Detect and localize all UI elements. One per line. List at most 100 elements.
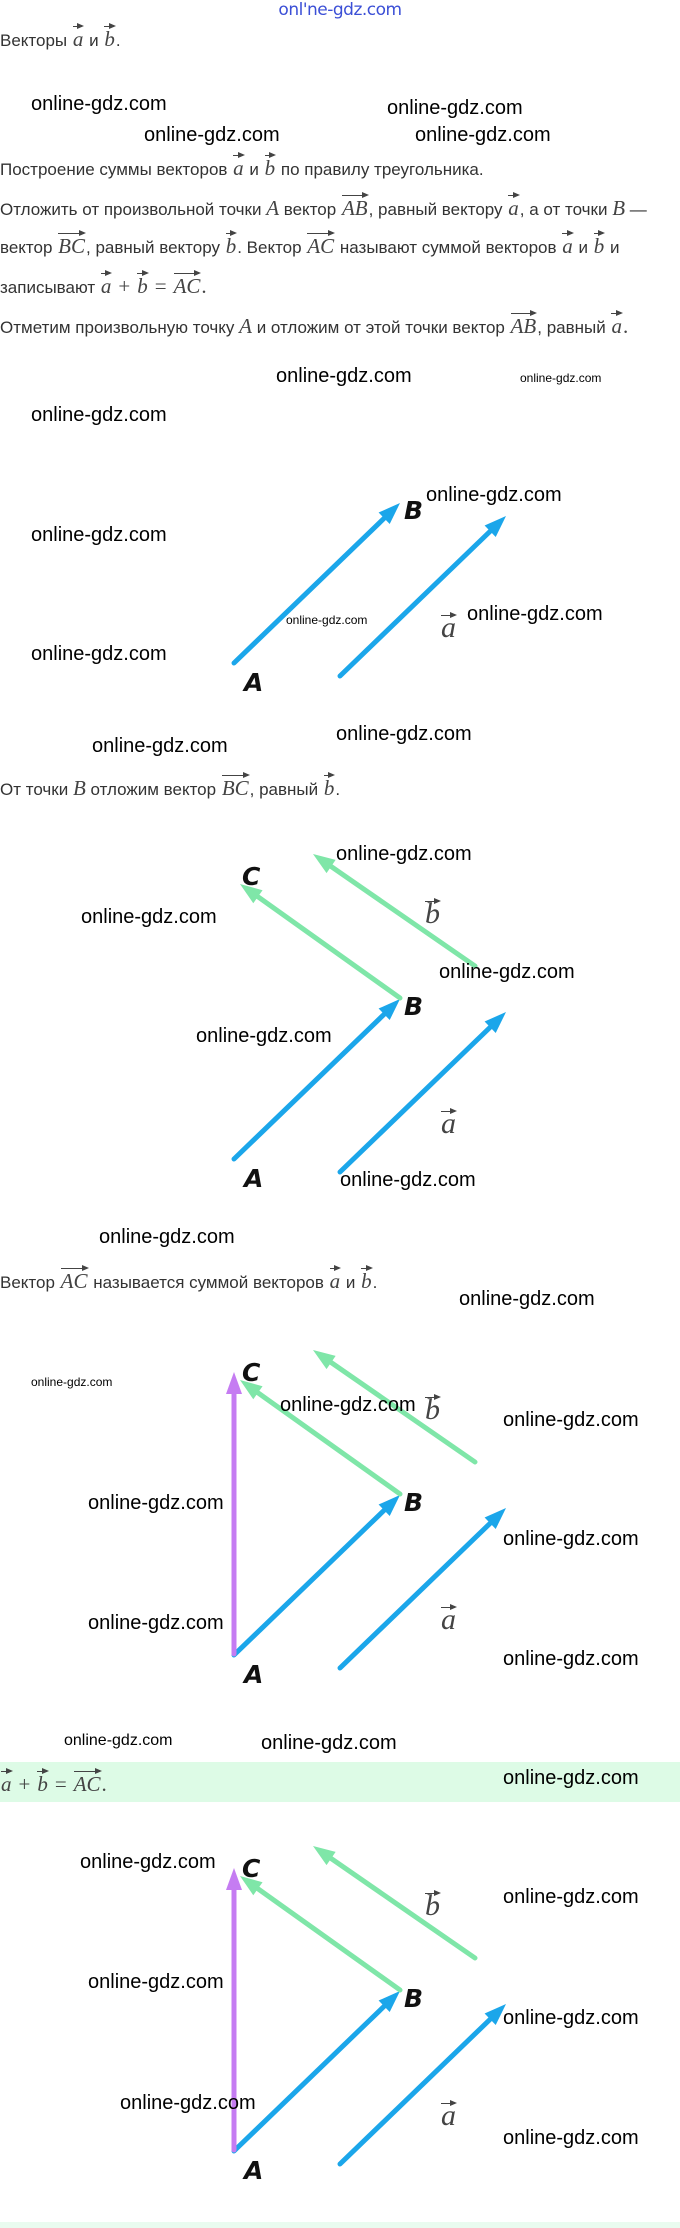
watermark: online-gdz.com: [340, 1169, 476, 1191]
text: и отложим от этой точки вектор: [256, 318, 505, 337]
watermark: online-gdz.com: [503, 1886, 639, 1908]
vector-b: b: [37, 1768, 49, 1796]
vector-b: b: [361, 1265, 373, 1293]
arrow-ab-head-icon: [378, 1991, 400, 2013]
watermark: online-gdz.com: [120, 2092, 256, 2114]
vector-b-symbol: b: [425, 1393, 441, 1426]
text: .: [115, 31, 121, 50]
arrow-b-line: [325, 1853, 478, 1961]
step2-description: От точки B отложим вектор BC, равный b.: [0, 769, 680, 809]
text: .: [372, 1273, 378, 1292]
watermark: online-gdz.com: [88, 1971, 224, 1993]
watermark: online-gdz.com: [415, 124, 551, 146]
vector-ab: AB: [341, 192, 369, 220]
text: и: [89, 31, 99, 50]
vector-b-symbol: b: [425, 1889, 441, 1922]
watermark: online-gdz.com: [31, 404, 167, 426]
vector-label-b: b: [424, 1393, 441, 1426]
watermark: online-gdz.com: [88, 1612, 224, 1634]
watermark: online-gdz.com: [503, 1648, 639, 1670]
watermark: online-gdz.com: [503, 2007, 639, 2029]
text: отложим вектор: [90, 780, 217, 799]
arrow-ab-head-icon: [378, 503, 400, 525]
watermark: online-gdz.com: [426, 484, 562, 506]
text: Отметим произвольную точку: [0, 318, 235, 337]
point-label-b: B: [404, 1488, 424, 1517]
watermark: online-gdz.com: [503, 1528, 639, 1550]
vector-bc: BC: [58, 230, 86, 258]
diagram-canvas: [226, 1350, 506, 1671]
watermark: online-gdz.com: [99, 1226, 235, 1248]
vector-label-b: b: [424, 898, 441, 929]
vector-label-a: a: [440, 611, 457, 644]
arrow-b-head-icon: [313, 1846, 336, 1866]
vector-a-symbol: a: [441, 611, 457, 644]
arrow-b-head-icon: [313, 854, 336, 874]
text: называют суммой векторов: [339, 238, 557, 257]
vector-b: b: [137, 270, 149, 298]
arrow-a-line: [337, 525, 496, 679]
text: , а от точки: [519, 200, 608, 219]
text: Векторы: [0, 31, 68, 50]
watermark: online-gdz.com: [520, 371, 602, 385]
text: . Вектор: [237, 238, 302, 257]
vector-a: a: [100, 270, 112, 298]
vector-b: b: [323, 772, 335, 800]
text: .: [101, 1772, 107, 1796]
text: и: [578, 238, 588, 257]
arrow-a-head-icon: [484, 1508, 506, 1530]
arrow-ab-line: [231, 2000, 390, 2154]
diagram-canvas: [226, 1846, 506, 2167]
arrow-a-line: [337, 2013, 496, 2167]
text: по правилу треугольника.: [280, 160, 484, 179]
watermark: online-gdz.com: [467, 603, 603, 625]
vector-a-symbol: a: [441, 1603, 457, 1636]
text: — вектор: [0, 200, 647, 257]
arrow-ac-head-icon: [226, 1868, 242, 1890]
arrow-ab-line: [231, 1504, 390, 1658]
point-label-a: A: [244, 668, 264, 697]
point-a: A: [266, 196, 280, 220]
intro-line: Векторы a и b.: [0, 22, 680, 60]
text: , равный: [249, 780, 319, 799]
rule-paragraphs: Построение суммы векторов a и b по прави…: [0, 151, 680, 347]
point-label-c: C: [242, 1358, 261, 1387]
watermark: online-gdz.com: [280, 1394, 416, 1416]
text: и: [249, 160, 259, 179]
arrow-bc-line: [252, 1387, 403, 1497]
vector-label-a: a: [440, 1603, 457, 1636]
watermark: online-gdz.com: [336, 843, 472, 865]
watermark: online-gdz.com: [144, 124, 280, 146]
watermark: online-gdz.com: [92, 735, 228, 757]
text: и записывают: [0, 238, 620, 297]
text: От точки: [0, 780, 69, 799]
plus-sign: +: [118, 274, 131, 298]
vector-label-a: a: [440, 1107, 457, 1140]
point-label-b: B: [404, 496, 424, 525]
text: Отложить от произвольной точки: [0, 200, 262, 219]
vector-a: a: [233, 152, 245, 180]
arrow-a-head-icon: [484, 1012, 506, 1034]
arrow-ab-head-icon: [378, 1495, 400, 1517]
text: называется суммой векторов: [93, 1273, 324, 1292]
watermark: online-gdz.com: [503, 1409, 639, 1431]
arrow-bc-line: [252, 891, 403, 1001]
vector-ac: AC: [307, 230, 336, 258]
text: и: [345, 1273, 356, 1292]
watermark: online-gdz.com: [31, 93, 167, 115]
watermark: online-gdz.com: [286, 613, 368, 627]
arrow-ac-head-icon: [226, 1372, 242, 1394]
vector-a-symbol: a: [441, 2099, 457, 2132]
text: , равный вектору: [368, 200, 503, 219]
point-label-a: A: [244, 1164, 264, 1193]
watermark: online-gdz.com: [31, 643, 167, 665]
arrow-bc-head-icon: [240, 1380, 263, 1400]
vector-a-symbol: a: [441, 1107, 457, 1140]
vector-ab: AB: [510, 310, 537, 338]
vector-b: b: [593, 230, 605, 258]
result-formula-box: a+b=AC.: [0, 1762, 680, 1802]
vector-b: b: [264, 152, 276, 180]
arrow-bc-head-icon: [240, 884, 263, 904]
